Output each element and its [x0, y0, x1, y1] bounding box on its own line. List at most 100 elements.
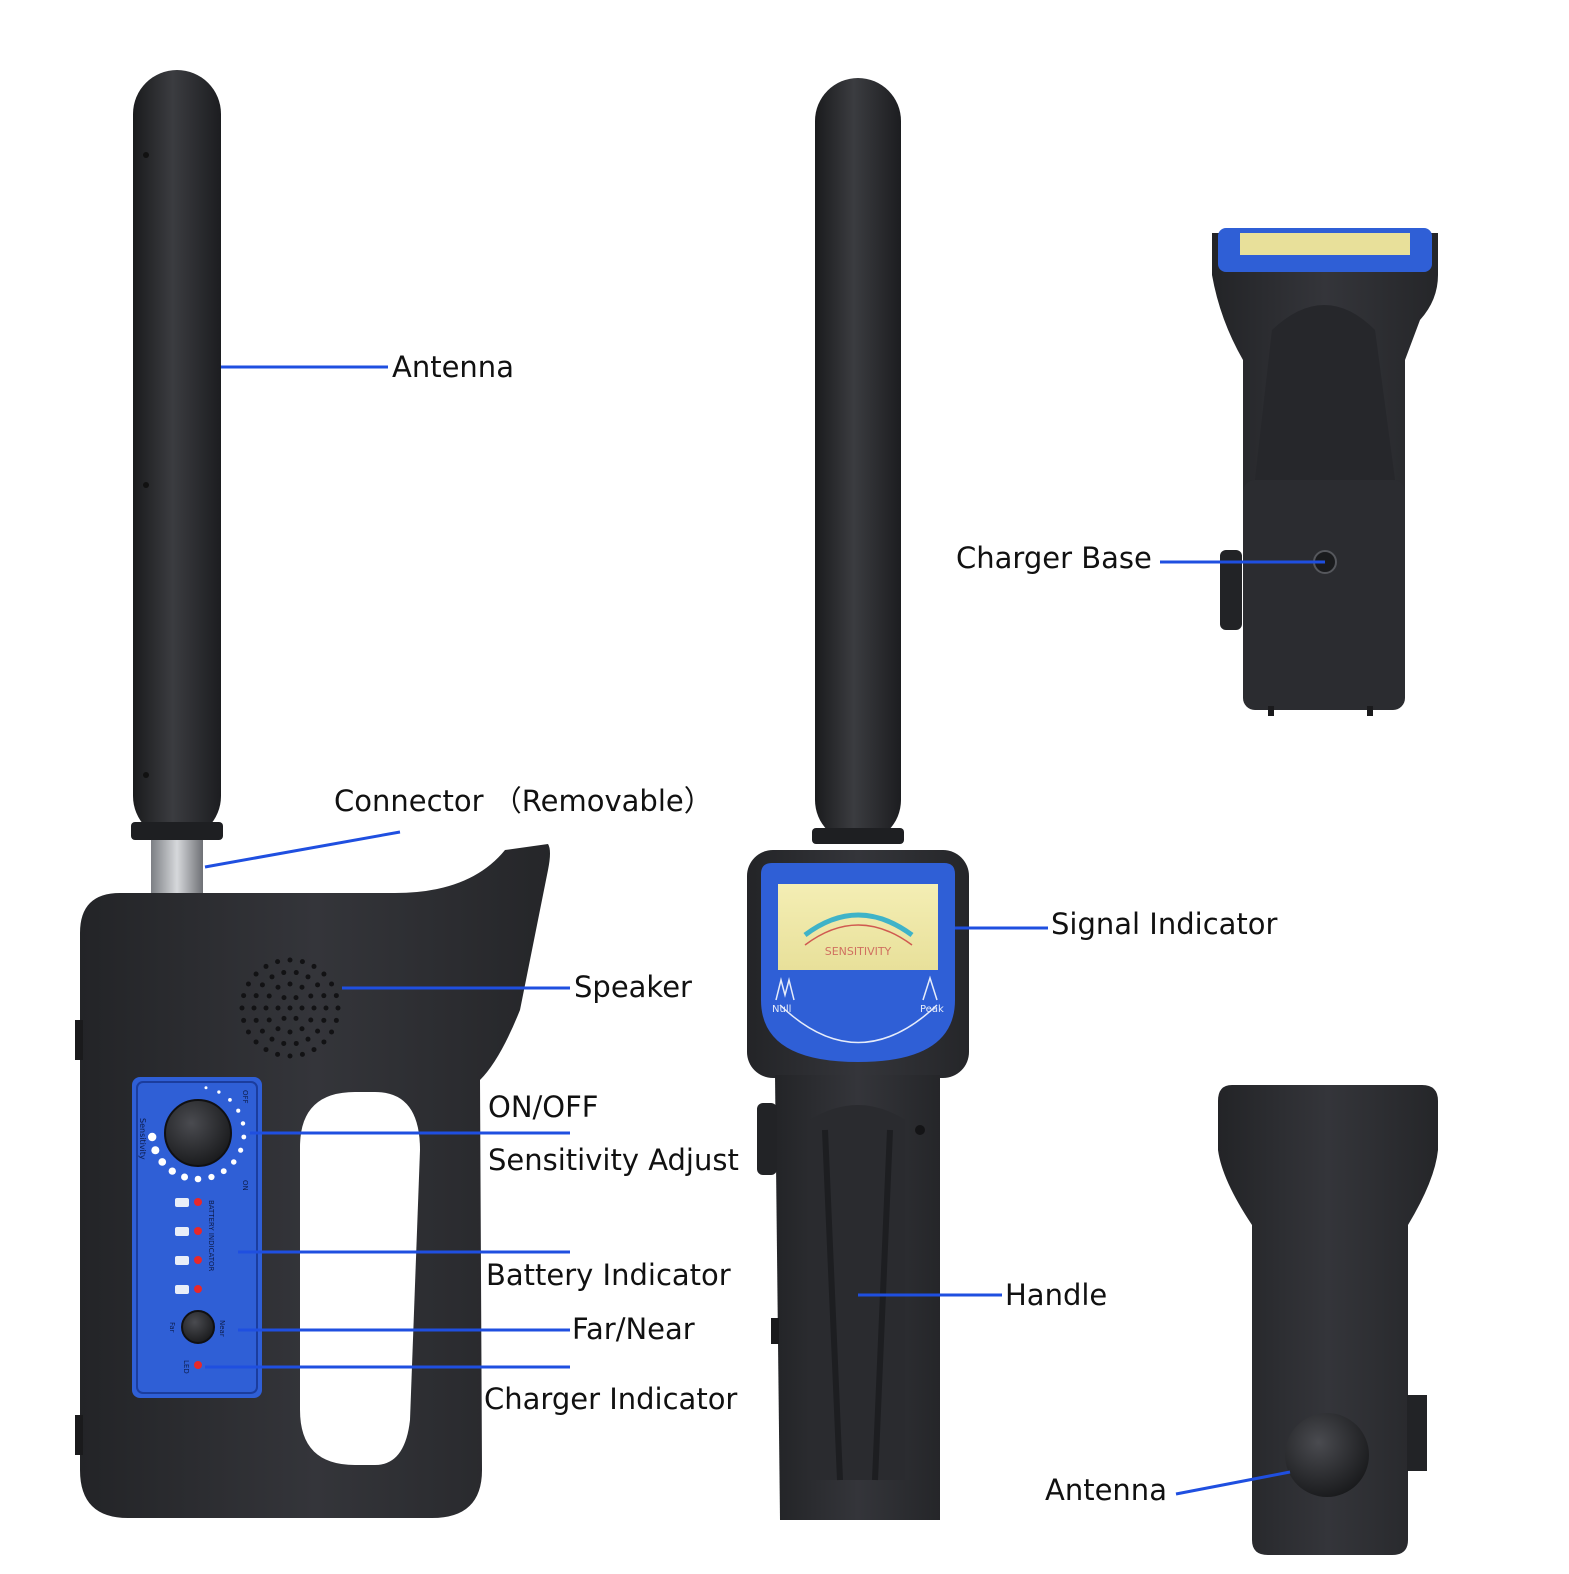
sensitivity-dot [236, 1108, 241, 1113]
speaker-hole [245, 1029, 251, 1035]
speaker-hole [275, 984, 281, 990]
speaker-hole [263, 1005, 269, 1011]
label-speaker: Speaker [574, 970, 692, 1004]
panel-battery-indicator-label: BATTERY INDICATOR [207, 1200, 215, 1271]
speaker-hole [305, 1036, 311, 1042]
speaker-hole [287, 981, 293, 987]
speaker-hole [299, 959, 305, 965]
speaker-hole [329, 981, 335, 987]
meter-face [778, 884, 938, 970]
speaker-hole [253, 971, 259, 977]
sensitivity-dot [238, 1147, 244, 1153]
left-grip-opening [300, 1092, 420, 1465]
bottom-right-body [1218, 1085, 1438, 1555]
speaker-hole [251, 1005, 257, 1011]
speaker-hole [259, 982, 265, 988]
speaker-hole [269, 1036, 275, 1042]
meter-null-label: Null [772, 1004, 791, 1015]
speaker-hole [263, 963, 269, 969]
sensitivity-dot [147, 1132, 157, 1142]
sensitivity-dot [204, 1086, 208, 1090]
panel-led-label: LED [182, 1360, 190, 1374]
panel-near-label: Near [218, 1320, 226, 1337]
sensitivity-dot [228, 1098, 232, 1102]
speaker-hole [275, 959, 281, 965]
left-device: OFF ON Sensitivity BATTERY INDICATOR Far… [75, 70, 550, 1518]
speaker-hole [299, 984, 305, 990]
speaker-grill [239, 957, 341, 1059]
speaker-hole [281, 1040, 287, 1046]
sensitivity-dot [208, 1173, 215, 1181]
speaker-hole [329, 1029, 335, 1035]
speaker-hole [305, 974, 311, 980]
speaker-hole [321, 1017, 327, 1023]
speaker-hole [293, 1040, 299, 1046]
charger-led [194, 1361, 202, 1369]
speaker-hole [308, 993, 314, 999]
meter-peak-label: Peak [920, 1004, 944, 1015]
label-far-near: Far/Near [572, 1312, 695, 1346]
speaker-hole [281, 995, 287, 1001]
left-connector [151, 840, 203, 895]
bottom-right-side-wheel[interactable] [1407, 1395, 1427, 1471]
speaker-hole [287, 1053, 293, 1059]
speaker-hole [315, 1028, 321, 1034]
speaker-hole [245, 981, 251, 987]
speaker-hole [293, 995, 299, 1001]
sensitivity-dot [151, 1146, 160, 1155]
speaker-hole [263, 1047, 269, 1053]
sensitivity-dot [181, 1173, 189, 1181]
speaker-hole [241, 993, 247, 999]
battery-indicator-leds [175, 1198, 202, 1294]
bottom-right-antenna-mount [1285, 1413, 1369, 1497]
speaker-hole [275, 1005, 281, 1011]
speaker-hole [241, 1017, 247, 1023]
meter-sensitivity-label: SENSITIVITY [825, 945, 892, 958]
sensitivity-dot [158, 1158, 167, 1166]
speaker-hole [253, 993, 259, 999]
label-charger-base: Charger Base [956, 541, 1152, 575]
panel-sensitivity-label: Sensitivity [138, 1118, 147, 1160]
speaker-hole [253, 1017, 259, 1023]
label-antenna-right: Antenna [1045, 1473, 1167, 1507]
label-sensitivity-adjust: Sensitivity Adjust [488, 1143, 739, 1177]
leader-connector [204, 830, 401, 869]
panel-on-label: ON [241, 1180, 249, 1191]
speaker-hole [308, 1017, 314, 1023]
speaker-hole [299, 1026, 305, 1032]
speaker-hole [266, 1017, 272, 1023]
speaker-hole [259, 1028, 265, 1034]
center-device: SENSITIVITY Null Peak [747, 78, 969, 1520]
label-battery-indicator: Battery Indicator [486, 1258, 731, 1292]
speaker-hole [275, 1051, 281, 1057]
top-right-side-wheel[interactable] [1220, 550, 1242, 630]
speaker-hole [311, 1047, 317, 1053]
speaker-hole [293, 970, 299, 976]
speaker-hole [299, 1051, 305, 1057]
label-on-off: ON/OFF [488, 1090, 599, 1124]
sensitivity-dot [240, 1121, 246, 1126]
speaker-hole [253, 1039, 259, 1045]
sensitivity-dot [230, 1159, 237, 1165]
speaker-hole [321, 1039, 327, 1045]
speaker-hole [266, 993, 272, 999]
leader-antenna-right [1175, 1470, 1291, 1496]
speaker-hole [287, 1005, 293, 1011]
speaker-hole [269, 974, 275, 980]
speaker-hole [293, 1015, 299, 1021]
speaker-hole [281, 970, 287, 976]
speaker-hole [311, 1005, 317, 1011]
leader-lines [204, 365, 1325, 1496]
speaker-hole [315, 982, 321, 988]
speaker-hole [323, 1005, 329, 1011]
far-near-button[interactable] [181, 1310, 215, 1344]
sensitivity-knob[interactable] [164, 1099, 232, 1167]
speaker-hole [239, 1005, 245, 1011]
control-panel [132, 1077, 262, 1398]
center-side-wheel[interactable] [757, 1103, 777, 1175]
sensitivity-dot [241, 1134, 247, 1140]
label-antenna-left: Antenna [392, 350, 514, 384]
label-signal-indicator: Signal Indicator [1051, 907, 1278, 941]
